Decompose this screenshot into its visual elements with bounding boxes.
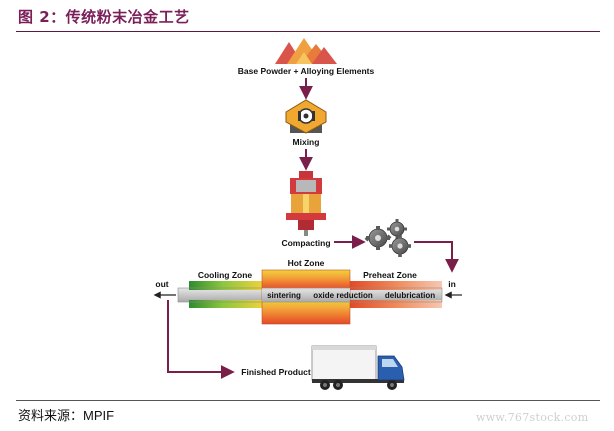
press-icon (286, 171, 326, 236)
powder-label: Base Powder + Alloying Elements (238, 66, 375, 76)
preheat-zone-label: Preheat Zone (363, 270, 417, 280)
source-label: 资料来源： (18, 409, 84, 424)
gear-parts-icon (364, 219, 411, 257)
finished-label: Finished Product (241, 367, 311, 377)
hot-zone-bottom (262, 300, 350, 324)
mixing-label: Mixing (293, 137, 320, 147)
arrow-to-finished (167, 300, 235, 379)
mixer-icon (285, 99, 327, 134)
hot-zone-label: Hot Zone (288, 258, 325, 268)
preheat-zone-bottom (350, 300, 442, 308)
arrow-to-furnace (414, 241, 459, 273)
source-value: MPIF (83, 408, 115, 423)
preheat-zone-top (350, 281, 442, 290)
out-label: out (155, 279, 168, 289)
cooling-zone-top (189, 281, 264, 290)
source-note: 资料来源：MPIF (18, 405, 114, 424)
cooling-zone-label: Cooling Zone (198, 270, 253, 280)
watermark: www.767stock.com (476, 411, 589, 424)
hot-zone-top (262, 270, 350, 290)
figure-title: 图 2：传统粉末冶金工艺 (18, 8, 190, 26)
in-label: in (448, 279, 456, 289)
sintering-label: sintering (267, 291, 301, 300)
cooling-zone-bottom (189, 300, 264, 308)
delubrication-label: delubrication (385, 291, 435, 300)
compacting-label: Compacting (281, 238, 330, 248)
truck-icon (311, 345, 405, 390)
footer-divider (16, 400, 600, 401)
title-divider (16, 31, 600, 32)
powder-piles-icon (275, 38, 337, 64)
oxide-reduction-label: oxide reduction (313, 291, 373, 300)
